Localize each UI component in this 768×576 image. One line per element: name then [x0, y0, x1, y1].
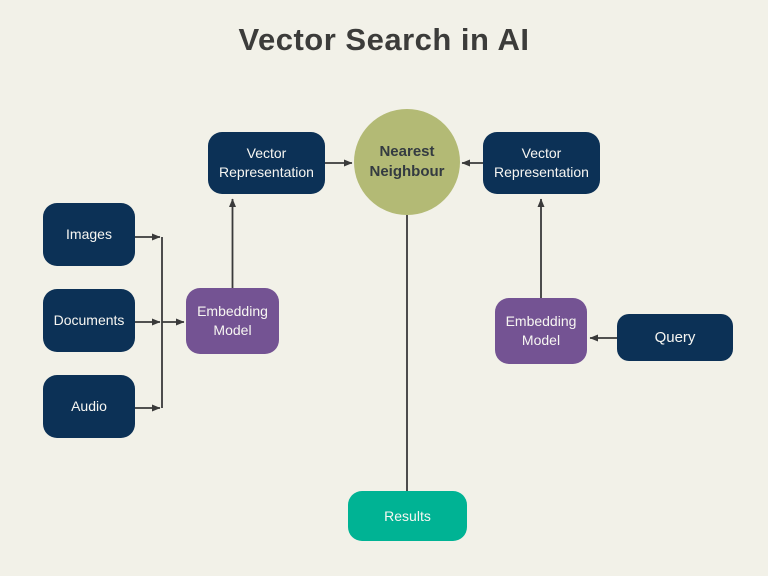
node-nearest-neighbour: Nearest Neighbour: [354, 109, 460, 215]
node-vector-representation-right-label: Vector Representation: [494, 145, 589, 180]
node-documents: Documents: [43, 289, 135, 352]
node-vector-representation-right: Vector Representation: [483, 132, 600, 194]
node-query: Query: [617, 314, 733, 361]
node-audio-label: Audio: [71, 398, 107, 414]
node-vector-representation-left-label: Vector Representation: [219, 145, 314, 180]
node-embedding-model-right-label: Embedding Model: [505, 313, 577, 348]
node-query-label: Query: [654, 329, 696, 346]
node-vector-representation-left: Vector Representation: [208, 132, 325, 194]
node-documents-label: Documents: [53, 312, 125, 328]
node-images: Images: [43, 203, 135, 266]
node-embedding-model-left: Embedding Model: [186, 288, 279, 354]
node-results: Results: [348, 491, 467, 541]
diagram-title: Vector Search in AI: [238, 22, 530, 57]
node-nearest-neighbour-label: Nearest Neighbour: [369, 143, 445, 180]
node-audio: Audio: [43, 375, 135, 438]
node-images-label: Images: [66, 226, 112, 242]
node-results-label: Results: [384, 507, 431, 524]
node-embedding-model-right: Embedding Model: [495, 298, 587, 364]
node-embedding-model-left-label: Embedding Model: [197, 303, 268, 338]
